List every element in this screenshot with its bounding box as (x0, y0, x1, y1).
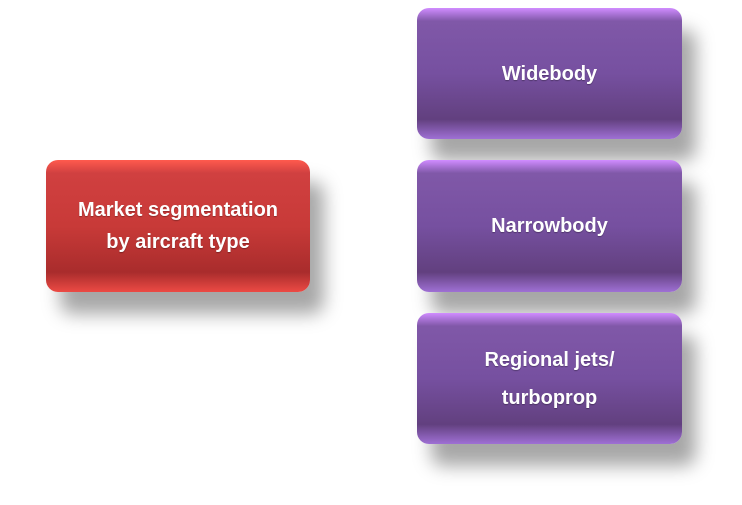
segment-node-widebody: Widebody (417, 8, 682, 139)
segment-label: Widebody (501, 62, 598, 85)
segment-label: Narrowbody (491, 215, 608, 237)
segment-node-narrowbody: Narrowbody (417, 160, 682, 292)
root-node-label: Market segmentation by aircraft type (77, 199, 279, 253)
root-node-market-segmentation: Market segmentation by aircraft type (46, 160, 310, 292)
segment-node-regional: Regional jets/ turboprop (417, 313, 682, 444)
segment-label: Regional jets/ turboprop (484, 348, 615, 409)
